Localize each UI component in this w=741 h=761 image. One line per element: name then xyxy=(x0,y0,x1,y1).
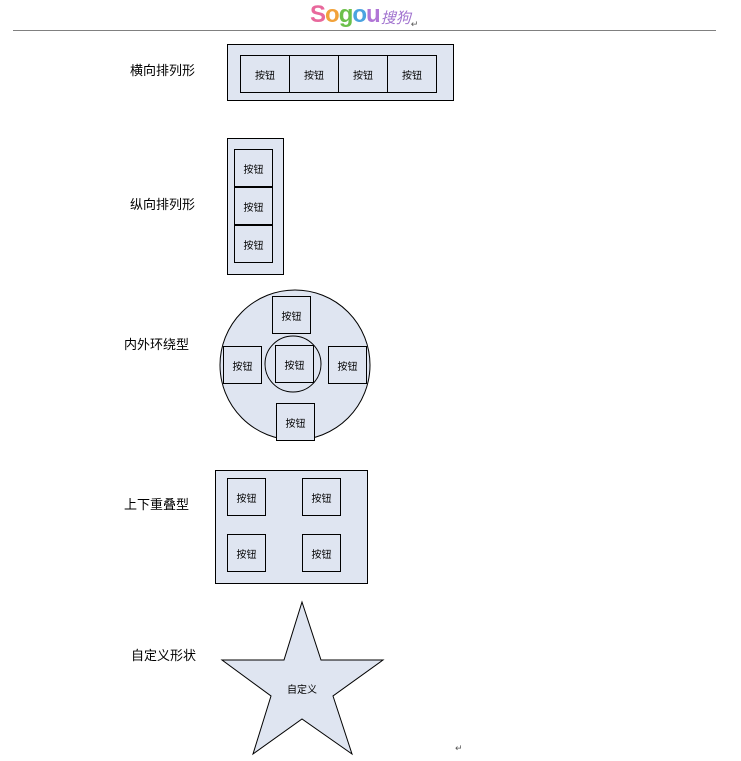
overlap-button-top-left[interactable]: 按钮 xyxy=(227,478,266,516)
ring-button-center[interactable]: 按钮 xyxy=(275,345,314,383)
paragraph-mark: ↵ xyxy=(410,20,419,30)
horizontal-button-1[interactable]: 按钮 xyxy=(240,55,290,93)
logo-cjk-text: 搜狗 xyxy=(380,9,411,27)
horizontal-button-2[interactable]: 按钮 xyxy=(289,55,339,93)
vertical-button-1[interactable]: 按钮 xyxy=(234,149,273,187)
vertical-button-3[interactable]: 按钮 xyxy=(234,225,273,263)
section-label-custom: 自定义形状 xyxy=(131,649,197,664)
custom-star xyxy=(220,600,385,756)
overlap-button-top-right[interactable]: 按钮 xyxy=(302,478,341,516)
star-label: 自定义 xyxy=(287,685,317,696)
end-paragraph-mark: ↵ xyxy=(455,744,463,754)
ring-button-bottom[interactable]: 按钮 xyxy=(276,403,315,441)
horizontal-button-4[interactable]: 按钮 xyxy=(387,55,437,93)
section-label-overlap: 上下重叠型 xyxy=(124,498,190,513)
star-shape[interactable] xyxy=(220,600,385,756)
ring-button-right[interactable]: 按钮 xyxy=(328,346,367,384)
ring-button-left[interactable]: 按钮 xyxy=(223,346,262,384)
logo-wordmark: Sogou xyxy=(310,1,381,28)
header-rule xyxy=(13,30,716,31)
ring-button-top[interactable]: 按钮 xyxy=(272,296,311,334)
vertical-button-2[interactable]: 按钮 xyxy=(234,187,273,225)
sogou-logo: Sogou 搜狗 ↵ xyxy=(310,0,418,30)
section-label-ring: 内外环绕型 xyxy=(124,338,190,353)
section-label-vertical: 纵向排列形 xyxy=(130,198,196,213)
horizontal-button-3[interactable]: 按钮 xyxy=(338,55,388,93)
overlap-button-bottom-left[interactable]: 按钮 xyxy=(227,534,266,572)
section-label-horizontal: 横向排列形 xyxy=(130,64,196,79)
overlap-button-bottom-right[interactable]: 按钮 xyxy=(302,534,341,572)
